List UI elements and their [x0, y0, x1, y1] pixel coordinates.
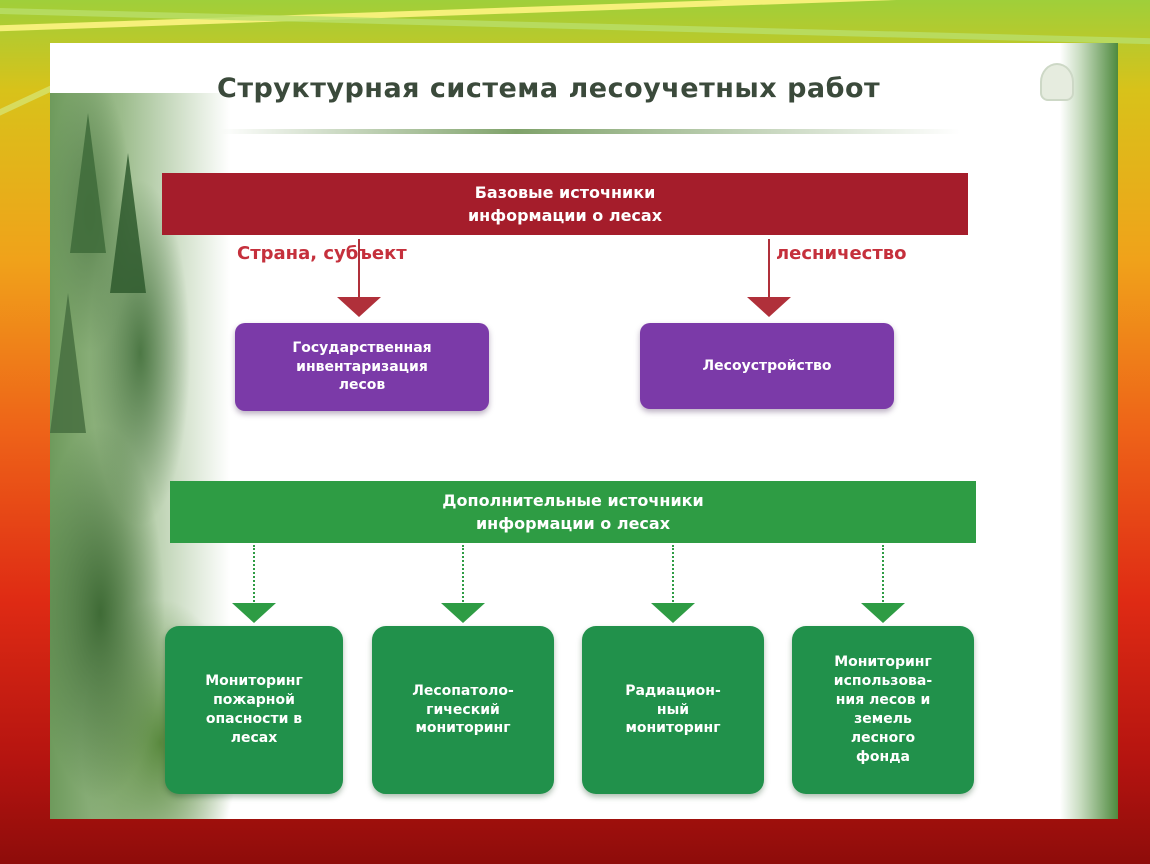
arrow-down-icon: [747, 297, 791, 317]
label-country: Страна, субъект: [237, 243, 407, 264]
logo-icon: [1040, 63, 1074, 101]
tree-decor: [50, 293, 86, 433]
label-forestry: лесничество: [776, 243, 907, 264]
box-text: лесов: [338, 377, 386, 394]
connector-line: [882, 545, 884, 605]
box-radiation-monitoring: Радиацион- ный мониторинг: [582, 626, 764, 794]
base-sources-bar: Базовые источники информации о лесах: [162, 173, 968, 235]
box-forest-pathology-monitoring: Лесопатоло- гический мониторинг: [372, 626, 554, 794]
box-fire-monitoring: Мониторинг пожарной опасности в лесах: [165, 626, 343, 794]
arrow-down-icon: [232, 603, 276, 623]
box-text: мониторинг: [415, 720, 511, 737]
box-text: Мониторинг: [834, 654, 932, 671]
arrow-down-icon: [861, 603, 905, 623]
box-state-inventory: Государственная инвентаризация лесов: [235, 323, 489, 411]
connector-line: [253, 545, 255, 605]
connector-line: [672, 545, 674, 605]
box-text: инвентаризация: [296, 358, 428, 375]
connector-line: [768, 239, 770, 299]
tree-decor: [70, 113, 106, 253]
slide-title: Структурная система лесоучетных работ: [217, 73, 881, 104]
box-text: земель: [854, 711, 912, 727]
connector-line: [462, 545, 464, 605]
arrow-down-icon: [651, 603, 695, 623]
box-text: Мониторинг: [205, 673, 303, 690]
connector-line: [358, 239, 360, 299]
box-text: фонда: [856, 748, 910, 765]
base-sources-line1: Базовые источники: [474, 182, 656, 202]
box-text: Лесопатоло-: [412, 682, 514, 699]
arrow-down-icon: [441, 603, 485, 623]
box-text: использова-: [833, 673, 933, 690]
tree-decor: [110, 153, 146, 293]
additional-sources-bar: Дополнительные источники информации о ле…: [170, 481, 976, 543]
box-text: мониторинг: [625, 720, 721, 737]
additional-sources-line2: информации о лесах: [475, 514, 671, 533]
base-sources-line2: информации о лесах: [467, 206, 663, 225]
box-text: лесного: [850, 729, 916, 746]
additional-sources-line1: Дополнительные источники: [442, 490, 704, 510]
box-text: Государственная: [292, 339, 432, 356]
box-text: гический: [426, 701, 500, 718]
box-text: ния лесов и: [835, 692, 931, 709]
box-text: опасности в: [205, 711, 303, 727]
box-text: ный: [656, 701, 690, 718]
page-number: 20: [1039, 782, 1062, 801]
title-underline: [220, 129, 960, 134]
box-text: Лесоустройство: [702, 357, 832, 374]
box-forest-use-monitoring: Мониторинг использова- ния лесов и земел…: [792, 626, 974, 794]
decor-stripe: [0, 6, 1150, 48]
slide: Структурная система лесоучетных работ Ба…: [50, 43, 1118, 819]
box-text: лесах: [230, 729, 278, 746]
box-forest-management: Лесоустройство: [640, 323, 894, 409]
slide-side-bar: [1060, 43, 1118, 819]
box-text: пожарной: [213, 692, 295, 709]
box-text: Радиацион-: [625, 682, 721, 699]
arrow-down-icon: [337, 297, 381, 317]
